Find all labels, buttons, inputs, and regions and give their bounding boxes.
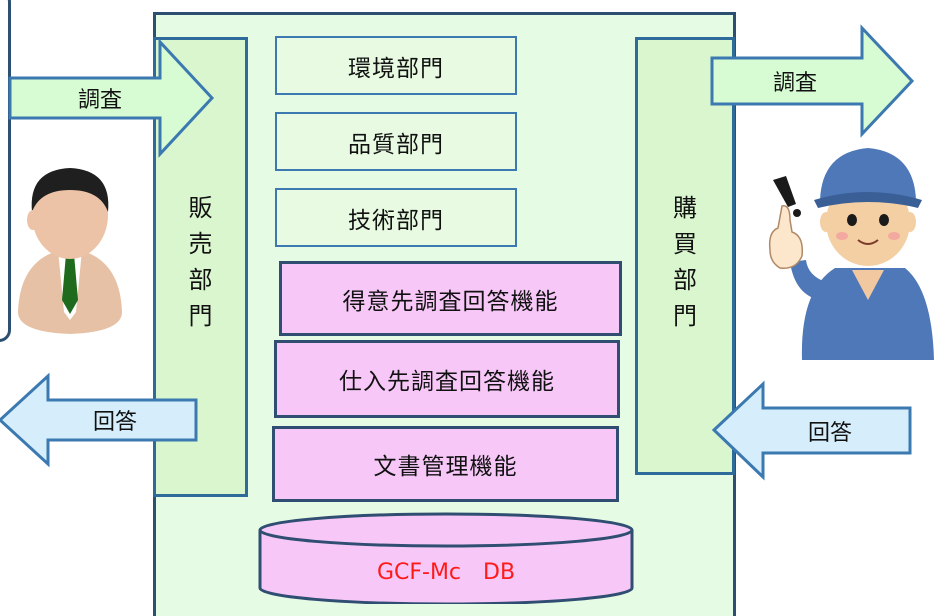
customer-survey-function-box: 得意先調査回答機能 — [279, 261, 622, 336]
environment-department-box: 環境部門 — [275, 36, 517, 95]
database-label: GCF-Mc DB — [376, 560, 516, 585]
technical-department-box: 技術部門 — [275, 188, 517, 247]
sales-department-label: 販 売 部 門 — [188, 194, 213, 330]
right-survey-label: 調査 — [772, 71, 817, 96]
supplier-survey-function-box: 仕入先調査回答機能 — [274, 340, 620, 418]
left-survey-arrow — [8, 38, 215, 158]
left-survey-label: 調査 — [77, 88, 122, 113]
left-answer-label: 回答 — [92, 410, 137, 435]
right-survey-arrow — [710, 24, 915, 138]
right-answer-label: 回答 — [807, 420, 852, 446]
worker-person-icon — [768, 148, 934, 360]
customer-person-icon — [18, 168, 122, 334]
purchasing-department: 購 買 部 門 — [635, 37, 735, 475]
database-cylinder — [258, 512, 634, 604]
document-management-function-box: 文書管理機能 — [272, 426, 619, 502]
left-answer-arrow — [0, 372, 198, 468]
purchasing-department-label: 購 買 部 門 — [673, 194, 697, 330]
right-answer-arrow — [711, 380, 912, 481]
quality-department-box: 品質部門 — [275, 112, 517, 171]
